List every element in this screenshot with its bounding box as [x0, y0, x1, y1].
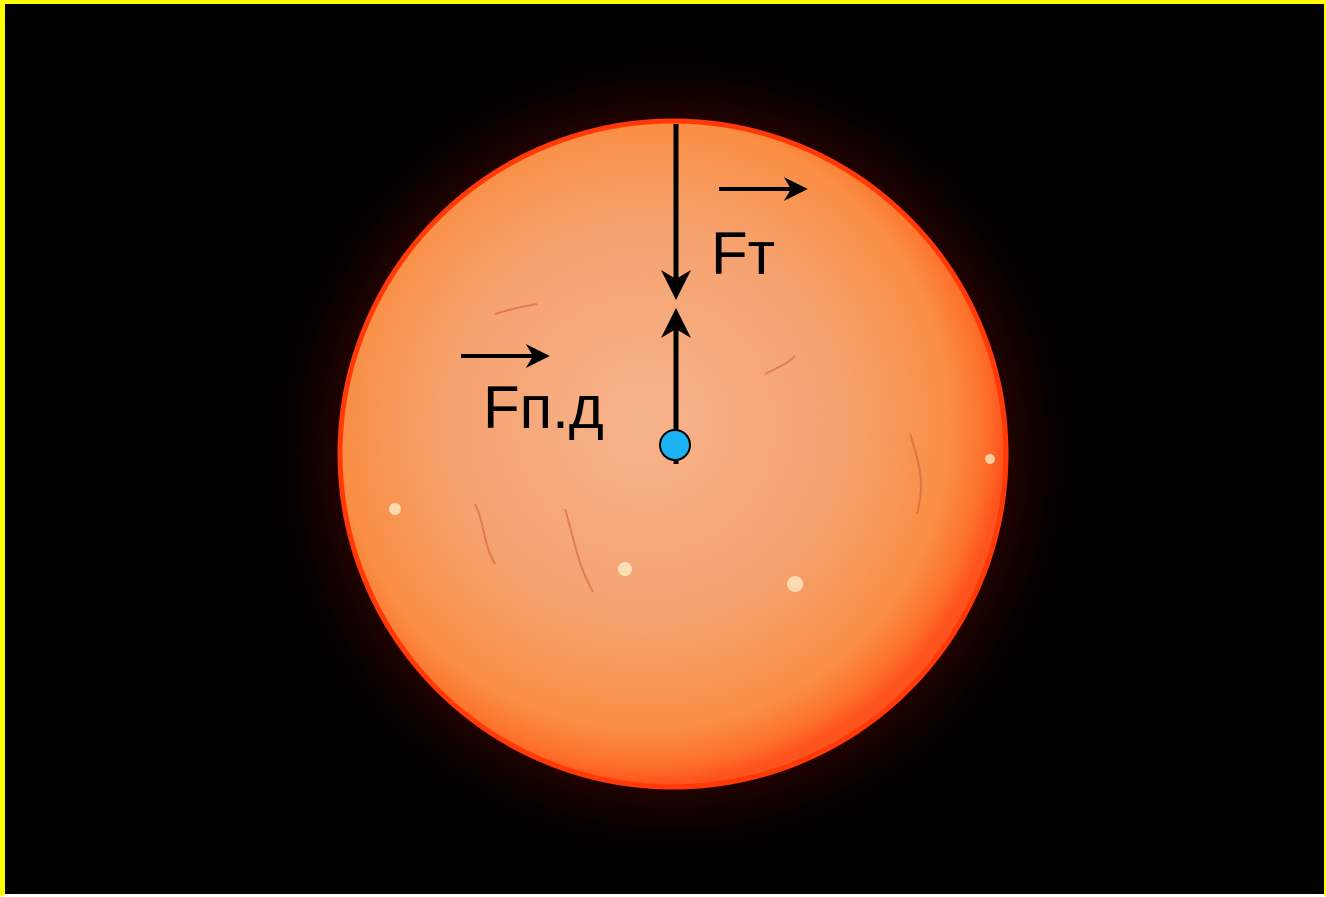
- particle-dot-icon: [659, 429, 691, 461]
- sun-surface-features: [474, 303, 922, 593]
- sun-force-diagram: Fт Fп.д: [253, 34, 1093, 874]
- sun-bright-spots: [389, 454, 995, 592]
- gravity-force-label: Fт: [711, 220, 775, 287]
- radiation-pressure-force-label: Fп.д: [483, 374, 604, 441]
